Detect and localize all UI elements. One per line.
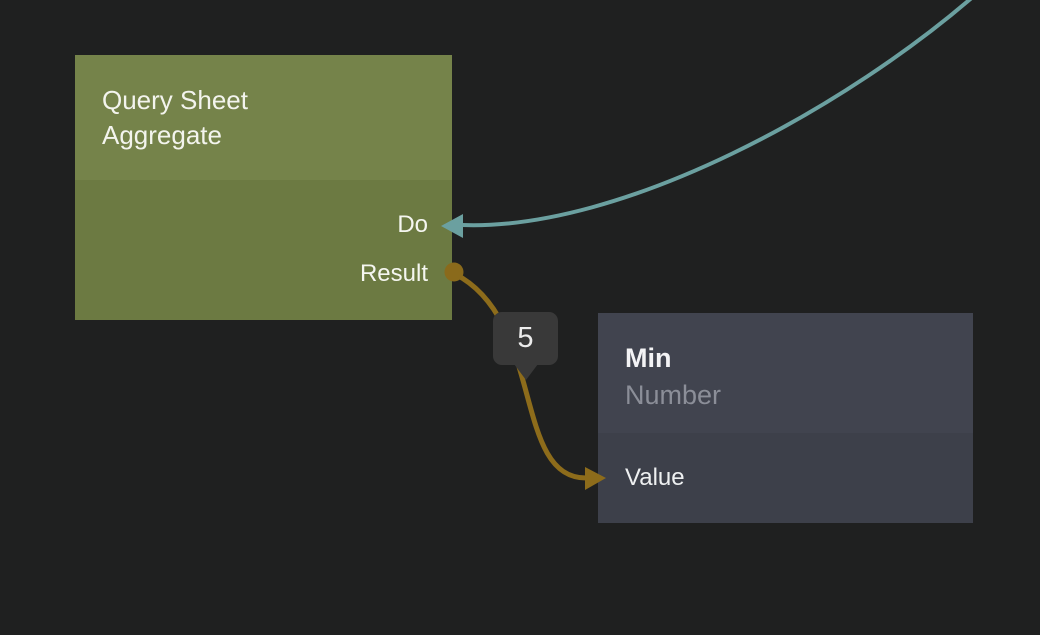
do-port-arrow-icon[interactable] — [441, 214, 463, 238]
node-min-body: Value — [598, 433, 973, 523]
result-port-dot-icon[interactable] — [444, 262, 464, 282]
node-query-sheet-aggregate-header: Query Sheet Aggregate — [75, 55, 452, 180]
value-port-arrow-icon[interactable] — [585, 467, 606, 490]
wire-value-badge-text: 5 — [517, 322, 534, 354]
port-do[interactable]: Do — [75, 200, 452, 249]
node-min[interactable]: Min Number Value — [598, 313, 973, 523]
wire-value-badge: 5 — [493, 312, 558, 380]
node-title: Min — [625, 343, 672, 373]
port-result-label: Result — [359, 259, 428, 287]
do-wire[interactable] — [460, 0, 983, 228]
port-result[interactable]: Result — [75, 249, 452, 298]
port-do-label: Do — [397, 210, 428, 238]
node-subtitle: Number — [625, 380, 722, 410]
port-value-label: Value — [625, 464, 685, 491]
node-query-sheet-aggregate-body: Do Result — [75, 180, 452, 320]
node-query-sheet-aggregate[interactable]: Query Sheet Aggregate Do Result — [75, 55, 452, 320]
node-min-header: Min Number — [598, 313, 973, 433]
port-value[interactable]: Value — [598, 454, 973, 502]
result-wire[interactable] — [452, 271, 589, 481]
node-title: Query Sheet Aggregate — [102, 85, 248, 150]
